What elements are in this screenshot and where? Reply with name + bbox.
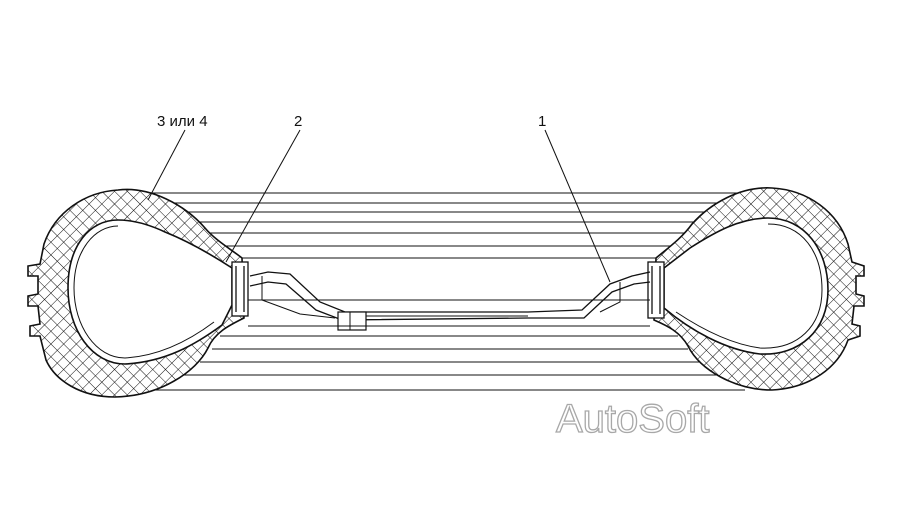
rim-flap <box>248 271 651 331</box>
valve-block <box>337 311 367 331</box>
tire-section-left <box>27 188 249 398</box>
label-part-2: 2 <box>294 113 302 130</box>
leader-line-1 <box>544 129 611 283</box>
leader-lines <box>147 129 611 283</box>
label-part-1: 1 <box>538 113 546 130</box>
tire-section-right <box>647 187 865 391</box>
leader-line-3 <box>147 129 186 201</box>
leader-line-2 <box>225 129 301 263</box>
watermark-text: AutoSoft <box>556 397 709 441</box>
label-part-3-or-4: 3 или 4 <box>157 113 208 130</box>
tread-lines <box>150 192 745 391</box>
